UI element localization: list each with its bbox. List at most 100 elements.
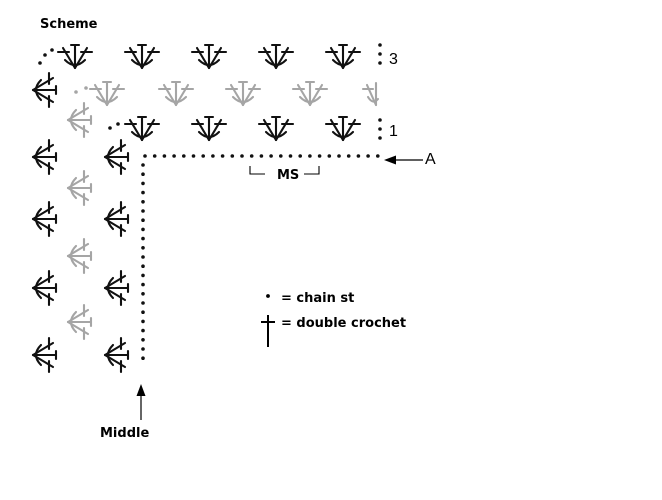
chain-stitch-dot-icon (141, 163, 145, 167)
dc-shell-icon (190, 115, 228, 142)
chain-stitch-dot-icon (230, 154, 235, 158)
legend-double-crochet-icon (261, 315, 275, 347)
chain-stitch-dot-icon (346, 154, 351, 158)
chain-stitch-dot-icon (378, 52, 382, 56)
legend-chain-label: = chain st (281, 291, 354, 306)
row-label-1: 1 (389, 123, 398, 140)
repeat-label: MS (277, 168, 299, 183)
chain-stitch-dot-icon (141, 200, 145, 204)
dc-shell-icon (31, 269, 58, 307)
middle-arrow-icon (136, 384, 146, 420)
start-arrow-icon (384, 155, 423, 165)
chain-stitch-dot-icon (108, 126, 112, 130)
chain-stitch-dot-icon (378, 43, 382, 47)
dc-shell-icon (88, 80, 126, 107)
chain-stitch-dot-icon (141, 282, 145, 287)
chain-stitch-dot-icon (298, 154, 303, 158)
chain-stitch-dot-icon (141, 347, 145, 351)
dc-shell-icon (31, 71, 58, 109)
chain-stitch-dot-icon (308, 154, 312, 158)
chain-stitch-dot-icon (141, 356, 145, 361)
chain-stitch-dot-icon (141, 190, 145, 195)
chain-stitch-dot-icon (201, 154, 205, 158)
chain-stitch-dot-icon (220, 154, 225, 158)
chain-stitch-dot-icon (141, 181, 145, 186)
legend-chain-icon (266, 294, 270, 298)
dc-shell-icon (257, 43, 295, 70)
chain-stitch-dot-icon (141, 319, 145, 324)
chain-stitch-dot-icon (288, 154, 293, 158)
chain-stitch-dot-icon (141, 273, 145, 278)
chain-stitch-dot-icon (141, 172, 145, 176)
chain-stitch-dot-icon (141, 246, 145, 250)
chain-stitch-dot-icon (249, 154, 254, 158)
chain-stitch-dot-icon (211, 154, 215, 158)
chain-stitch-dot-icon (50, 48, 54, 52)
chain-stitch-dot-icon (269, 154, 273, 158)
dc-shell-icon (103, 269, 130, 307)
chain-stitch-dot-icon (378, 118, 382, 122)
legend-double-crochet-label: = double crochet (281, 316, 406, 331)
dc-shell-icon (103, 138, 130, 176)
dc-shell-icon (66, 101, 93, 139)
chain-stitch-dot-icon (141, 218, 145, 222)
chain-stitch-dot-icon (141, 310, 145, 315)
start-label: A (425, 151, 436, 168)
chain-stitch-dot-icon (182, 154, 186, 158)
chain-stitch-dot-icon (356, 154, 361, 158)
chain-stitch-dot-icon (116, 122, 120, 126)
chain-stitch-dot-icon (84, 86, 88, 90)
dc-shell-icon (103, 336, 130, 374)
dc-shell-icon (66, 169, 93, 207)
repeat-bracket (249, 166, 320, 175)
chain-stitch-dot-icon (141, 264, 145, 269)
dc-shell-icon (31, 200, 58, 238)
chain-stitch-dot-icon (376, 154, 380, 158)
dc-shell-icon (123, 115, 161, 142)
chain-stitch-dot-icon (141, 227, 145, 232)
chain-stitch-dot-icon (191, 154, 196, 158)
chain-stitch-dot-icon (143, 154, 147, 158)
chain-stitch-dot-icon (378, 127, 382, 131)
dc-shell-icon (123, 43, 161, 70)
chain-stitch-dot-icon (317, 154, 322, 158)
chain-stitch-dot-icon (43, 53, 47, 57)
middle-label: Middle (100, 426, 149, 441)
chain-stitch-dot-icon (141, 292, 145, 296)
dc-half-shell-icon (361, 81, 380, 107)
dc-shell-icon (66, 237, 93, 275)
chain-stitch-dot-icon (240, 154, 244, 158)
dc-shell-icon (324, 43, 362, 70)
chain-stitch-dot-icon (152, 154, 157, 158)
dc-shell-icon (190, 43, 228, 70)
dc-shell-icon (66, 303, 93, 341)
dc-shell-icon (224, 80, 262, 107)
row-label-3: 3 (389, 51, 398, 68)
dc-shell-icon (56, 43, 94, 70)
dc-shell-icon (257, 115, 295, 142)
chain-stitch-dot-icon (172, 154, 176, 158)
chain-stitch-dot-icon (141, 236, 145, 241)
chain-stitch-dot-icon (327, 154, 332, 158)
chain-stitch-dot-icon (337, 154, 341, 158)
chain-stitch-dot-icon (141, 328, 145, 333)
dc-shell-icon (103, 200, 130, 238)
dc-shell-icon (291, 80, 329, 107)
diagram-title: Scheme (40, 17, 98, 32)
dc-shell-icon (324, 115, 362, 142)
chain-stitch-dot-icon (366, 154, 370, 158)
chain-stitch-dot-icon (141, 255, 145, 259)
chain-stitch-dot-icon (378, 61, 382, 65)
chain-stitch-dot-icon (38, 61, 42, 65)
dc-shell-icon (157, 80, 195, 107)
chain-stitch-dot-icon (141, 209, 145, 213)
dc-shell-icon (31, 138, 58, 176)
chain-stitch-dot-icon (162, 154, 167, 158)
chain-stitch-dot-icon (141, 301, 145, 305)
chain-stitch-dot-icon (378, 136, 382, 140)
chain-stitch-dot-icon (279, 154, 283, 158)
stitch-symbols (31, 43, 382, 374)
chain-stitch-dot-icon (74, 90, 78, 94)
dc-shell-icon (31, 336, 58, 374)
